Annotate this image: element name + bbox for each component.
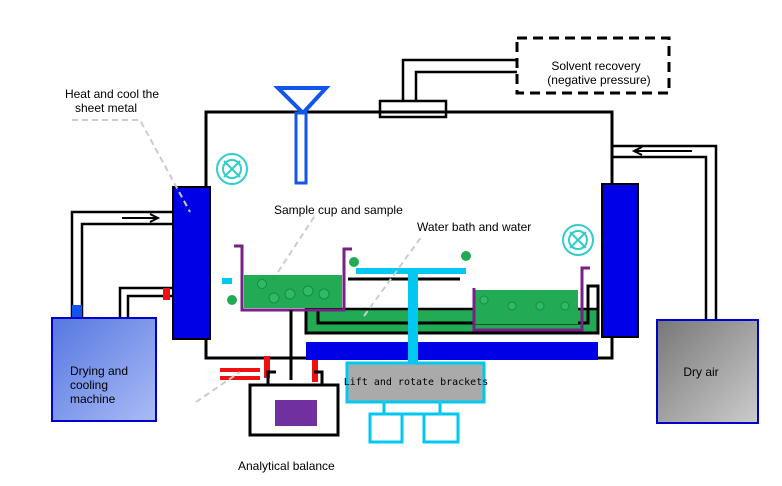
solvent-recovery-box — [515, 36, 671, 95]
heat-cool-label-2: sheet metal — [75, 101, 137, 115]
heat-cool-panel-right — [601, 183, 639, 338]
dry-air-box — [656, 319, 759, 424]
exhaust-flange — [378, 99, 448, 119]
exhaust-pipe — [401, 58, 517, 101]
return-pipe-left — [118, 286, 173, 320]
water-bath-label: Water bath and water — [417, 220, 531, 234]
bath-bubbles — [257, 279, 570, 311]
sample-cup — [234, 244, 352, 312]
lift-rotate-brackets — [345, 361, 486, 404]
water-bath-raised — [474, 290, 578, 324]
arrow-left-icon — [631, 146, 692, 156]
inlet-pipe-right — [612, 144, 718, 320]
lift-feet — [368, 402, 460, 444]
fan-icon-right — [562, 224, 594, 256]
lift-rotate-label: Lift and rotate brackets — [344, 377, 489, 388]
drying-label-3: machine — [70, 392, 116, 406]
fan-icon-left — [216, 153, 248, 185]
bracket-top-bar — [356, 268, 466, 274]
balance-red-left2 — [220, 376, 260, 380]
leader-lines — [72, 119, 423, 403]
inlet-pipe-left — [70, 210, 173, 320]
solvent-recovery-label-1: Solvent recovery — [551, 59, 640, 73]
drying-cooling-machine — [51, 317, 157, 422]
balance-arms — [266, 370, 324, 385]
sample-cup-label: Sample cup and sample — [274, 203, 403, 217]
balance-red-left — [220, 368, 260, 372]
balance-red-left3 — [264, 356, 270, 378]
funnel-icon — [273, 86, 331, 185]
cup-right-wall — [472, 266, 590, 332]
analytical-balance-label: Analytical balance — [238, 459, 335, 473]
heat-cool-label-1: Heat and cool the — [65, 87, 159, 101]
sample-particles — [227, 251, 471, 305]
drying-label-2: cooling — [70, 378, 108, 392]
arrow-right-icon — [122, 213, 161, 223]
bracket-neck — [408, 336, 418, 364]
left-pipe-blue-marker — [72, 305, 82, 317]
bracket-shaft — [408, 274, 418, 344]
dry-air-label: Dry air — [683, 365, 718, 379]
heat-cool-panel-left — [172, 186, 211, 340]
left-cyan-stub — [222, 278, 232, 284]
drying-label-1: Drying and — [70, 364, 128, 378]
bottom-plate — [306, 342, 598, 360]
balance-pan — [275, 400, 317, 426]
solvent-recovery-label-2: (negative pressure) — [547, 73, 650, 87]
return-pipe-red-marker — [163, 288, 170, 300]
